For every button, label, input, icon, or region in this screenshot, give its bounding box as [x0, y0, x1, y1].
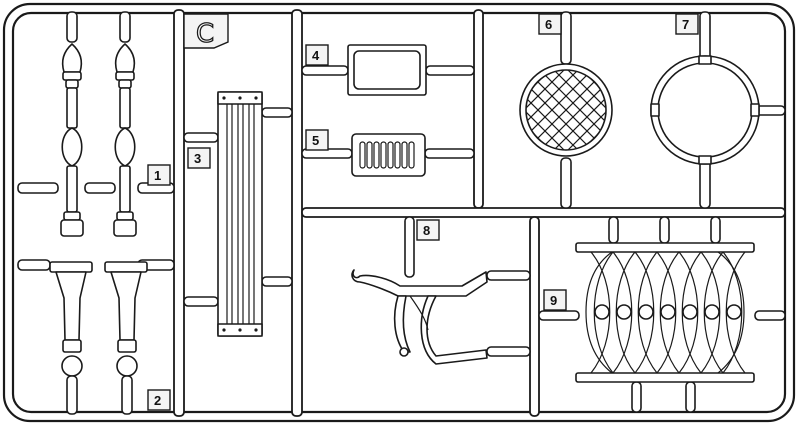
part-8-bench-leg — [351, 216, 531, 365]
part-4-rectangular-frame — [301, 44, 475, 96]
part-number-2: 2 — [154, 393, 161, 408]
part-3-slatted-panel — [183, 91, 293, 337]
runner-grid — [173, 9, 786, 417]
part-number-3: 3 — [194, 151, 201, 166]
sprue-letter-tab: C — [183, 13, 229, 50]
sprue-letter: C — [196, 19, 214, 49]
part-number-9: 9 — [550, 293, 557, 308]
part-9-ornate-panel — [538, 216, 786, 413]
part-number-7: 7 — [682, 17, 689, 32]
part-6-lattice-grate — [519, 11, 613, 209]
part-7-round-ring — [650, 11, 786, 209]
part-number-4: 4 — [312, 48, 320, 63]
part-number-5: 5 — [312, 133, 319, 148]
part-number-8: 8 — [423, 223, 430, 238]
part-1-finial-posts — [17, 11, 175, 237]
part-number-6: 6 — [545, 17, 552, 32]
part-number-tags: 1 2 3 4 5 6 7 8 9 — [147, 13, 699, 411]
part-5-vent-grille — [301, 133, 475, 177]
part-number-1: 1 — [154, 168, 161, 183]
part-2-turned-legs — [17, 259, 175, 415]
